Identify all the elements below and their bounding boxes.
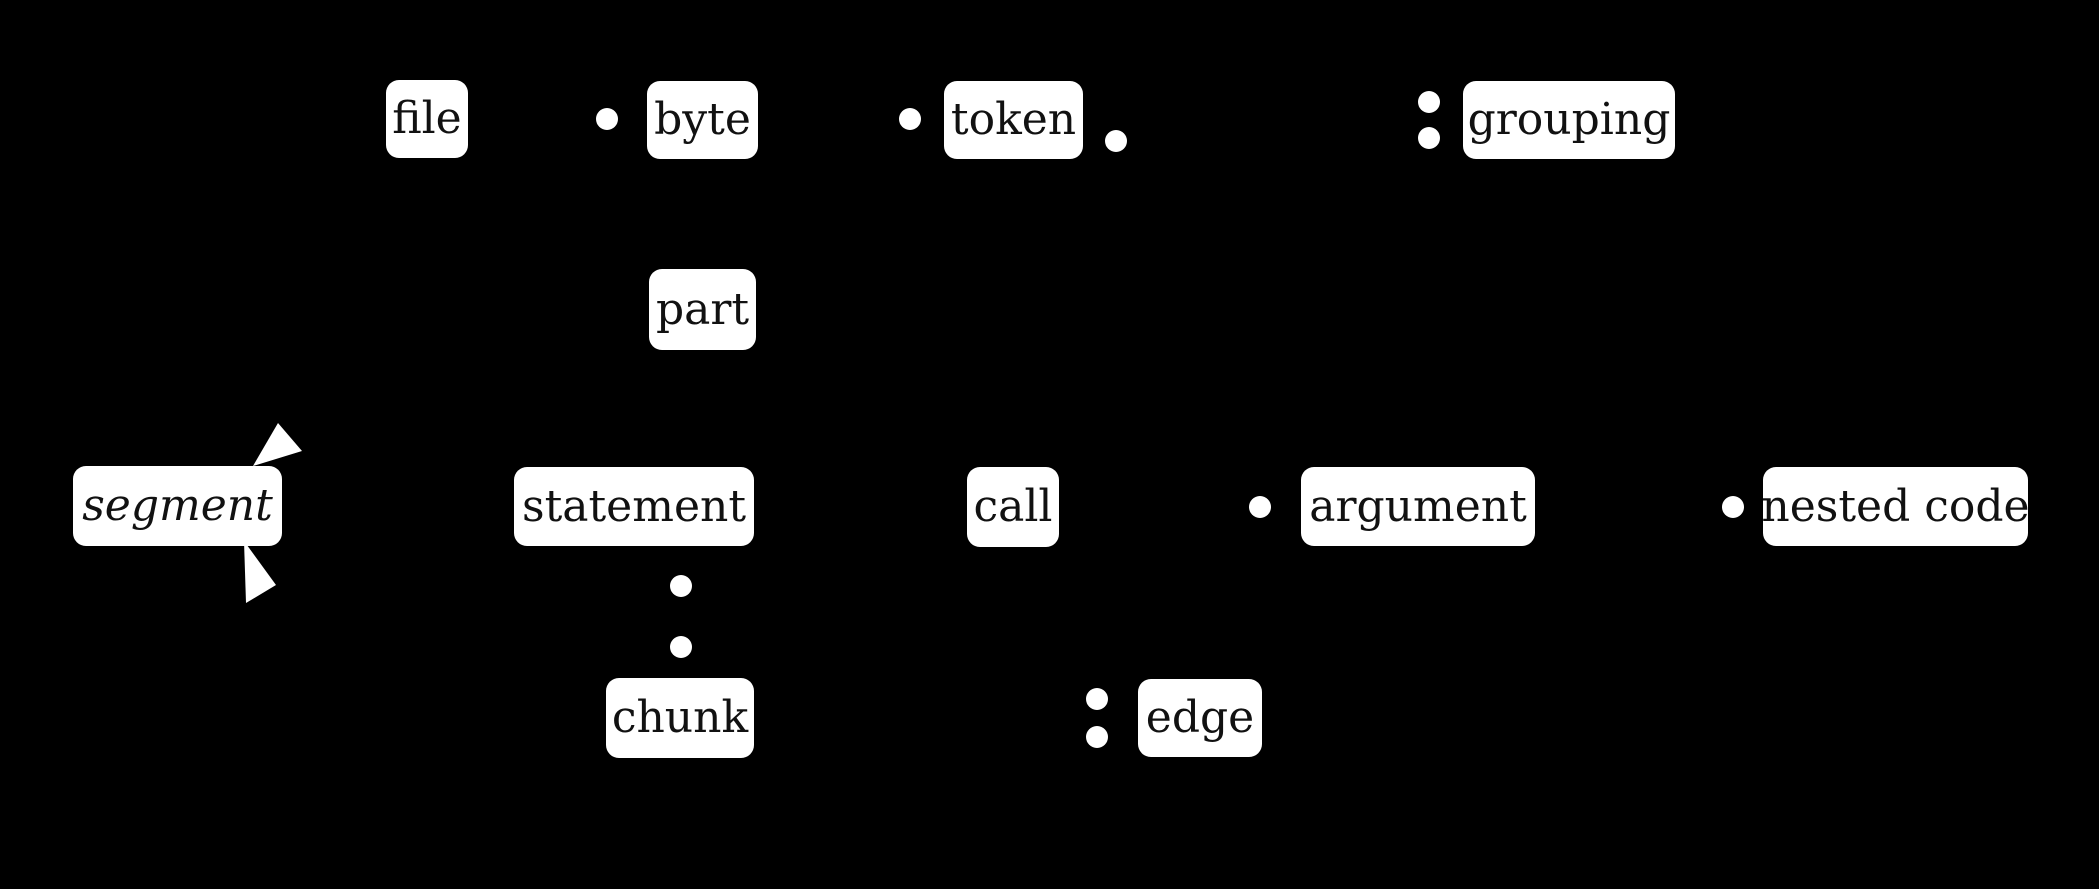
- node-byte: byte: [647, 81, 758, 159]
- node-nested-code: nested code: [1761, 467, 2030, 546]
- generalization-triangle-icon-segment-bottom: [244, 541, 276, 603]
- node-part: part: [649, 269, 756, 350]
- filled-dot-icon-file-byte: [596, 108, 618, 130]
- node-segment: segment: [73, 466, 282, 546]
- filled-dot-icon-above-chunk: [670, 636, 692, 658]
- filled-dot-icon-byte-token: [899, 108, 921, 130]
- node-grouping: grouping: [1463, 81, 1675, 159]
- node-chunk: chunk: [606, 678, 754, 758]
- filled-dot-icon-edge-upper-left: [1086, 688, 1108, 710]
- node-edge: edge: [1138, 679, 1262, 757]
- node-argument: argument: [1301, 467, 1535, 546]
- filled-dot-icon-grouping-upper-left: [1418, 91, 1440, 113]
- generalization-triangle-icon-segment-top: [253, 423, 302, 466]
- filled-dot-icon-token-lower-right: [1105, 130, 1127, 152]
- node-statement: statement: [514, 467, 754, 546]
- filled-dot-icon-grouping-lower-left: [1418, 127, 1440, 149]
- node-token: token: [944, 81, 1083, 159]
- filled-dot-icon-edge-lower-left: [1086, 726, 1108, 748]
- node-call: call: [967, 467, 1059, 547]
- filled-dot-icon-argument-nested-code: [1722, 496, 1744, 518]
- filled-dot-icon-below-statement: [670, 575, 692, 597]
- node-file: file: [386, 80, 468, 158]
- filled-dot-icon-call-argument: [1249, 496, 1271, 518]
